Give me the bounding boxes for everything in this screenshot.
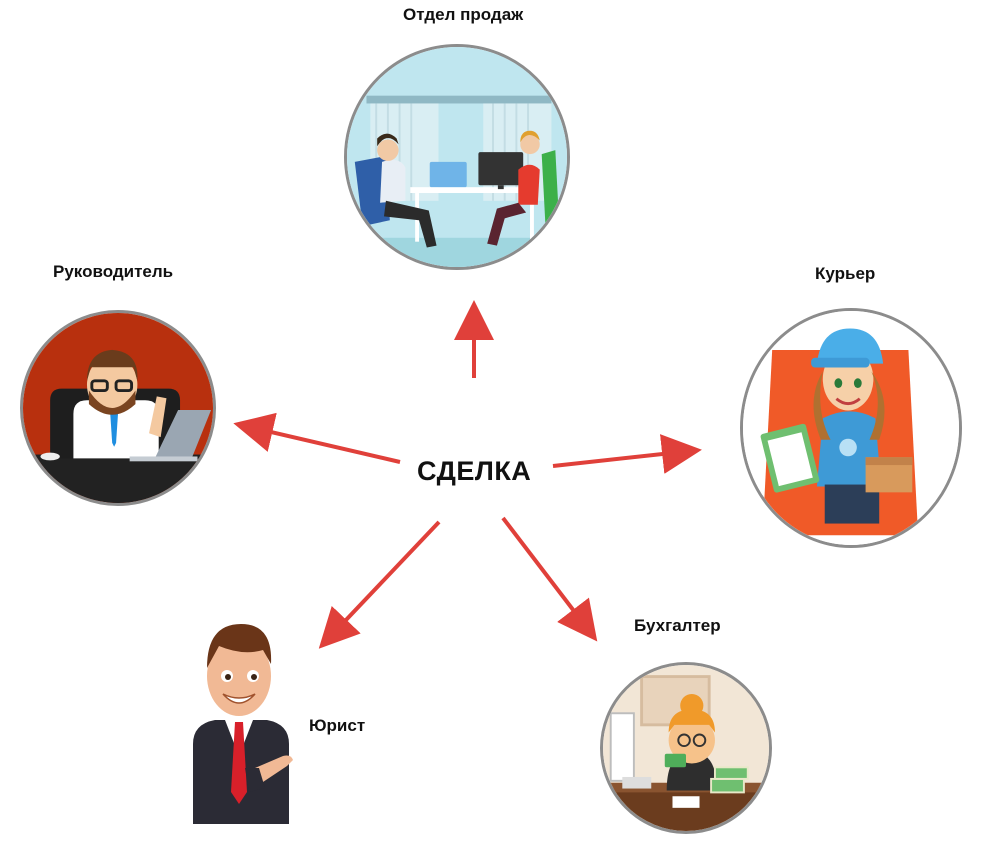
manager-illustration [23,313,213,503]
arrow-to-accountant [501,516,598,642]
arrow-to-lawyer [318,520,441,649]
manager-label: Руководитель [53,262,174,281]
manager-circle [20,310,216,506]
arrow-to-manager [233,412,401,464]
arrow-to-courier [552,434,702,474]
lawyer-label: Юрист [309,716,366,735]
sales-circle [344,44,570,270]
deal-label: СДЕЛКА [417,456,532,486]
courier-circle [740,308,962,548]
courier-illustration [743,311,959,545]
sales-department-illustration [347,47,567,267]
lawyer-figure [185,618,293,824]
accountant-circle [600,662,772,834]
courier-label: Курьер [815,264,876,283]
sales-label: Отдел продаж [403,5,524,24]
accountant-illustration [603,665,769,831]
accountant-label: Бухгалтер [634,616,721,635]
lawyer-illustration [193,624,293,824]
